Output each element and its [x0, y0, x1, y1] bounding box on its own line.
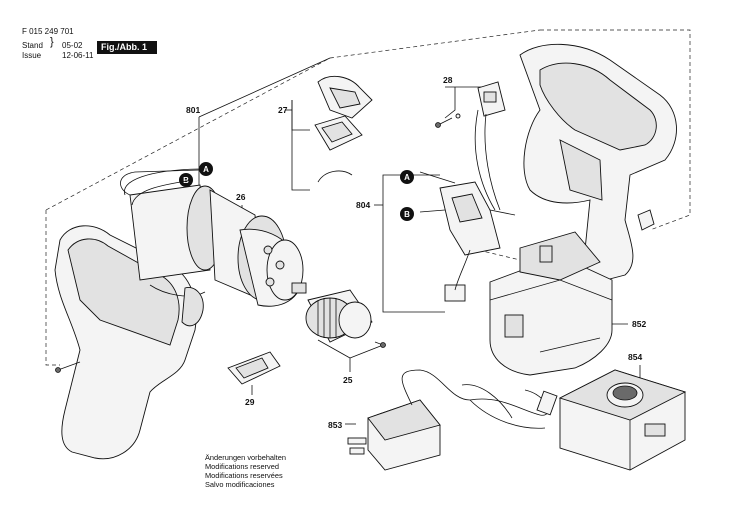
battery-charger: [558, 369, 687, 471]
assembly-frame: [45, 210, 60, 366]
issue-label: Issue: [22, 51, 42, 60]
connector-b-right: B: [400, 207, 414, 221]
battery-pack: [489, 231, 613, 376]
svg-text:B: B: [404, 210, 410, 219]
callout-801: 801: [186, 105, 200, 115]
callout-28: 28: [443, 75, 453, 85]
housing-half-right: [519, 43, 677, 283]
footer-line-es: Salvo modificaciones: [205, 480, 275, 489]
housing-half-left: [54, 225, 206, 460]
callout-852: 852: [632, 319, 646, 329]
callout-27: 27: [278, 105, 288, 115]
motor-gearbox: [120, 169, 307, 307]
svg-text:B: B: [183, 176, 189, 185]
callout-853: 853: [328, 420, 342, 430]
battery-terminal: [419, 171, 516, 302]
bracket-glyph: }: [50, 36, 54, 48]
callout-26: 26: [236, 192, 246, 202]
switch-cap: [314, 75, 373, 183]
footer-line-de: Änderungen vorbehalten: [205, 453, 286, 462]
stand-label: Stand: [22, 41, 43, 50]
direction-switch: [227, 351, 281, 385]
stand-value: 05-02: [62, 41, 83, 50]
svg-text:A: A: [203, 165, 209, 174]
issue-value: 12-06-11: [62, 51, 94, 60]
callout-854: 854: [628, 352, 642, 362]
document-number: F 015 249 701: [22, 27, 74, 36]
footer-line-fr: Modifications reservées: [205, 471, 283, 480]
svg-text:A: A: [404, 173, 410, 182]
connector-a-right: A: [400, 170, 414, 184]
callout-804: 804: [356, 200, 370, 210]
electronic-switch: [435, 81, 506, 211]
footer-line-en: Modifications reserved: [205, 462, 279, 471]
callout-25: 25: [343, 375, 353, 385]
connector-b-left: B: [179, 173, 193, 187]
power-adapter: [347, 369, 558, 471]
callout-29: 29: [245, 397, 255, 407]
figure-label: Fig./Abb. 1: [97, 41, 157, 54]
connector-a-left: A: [199, 162, 213, 176]
keyless-chuck: [305, 289, 386, 348]
